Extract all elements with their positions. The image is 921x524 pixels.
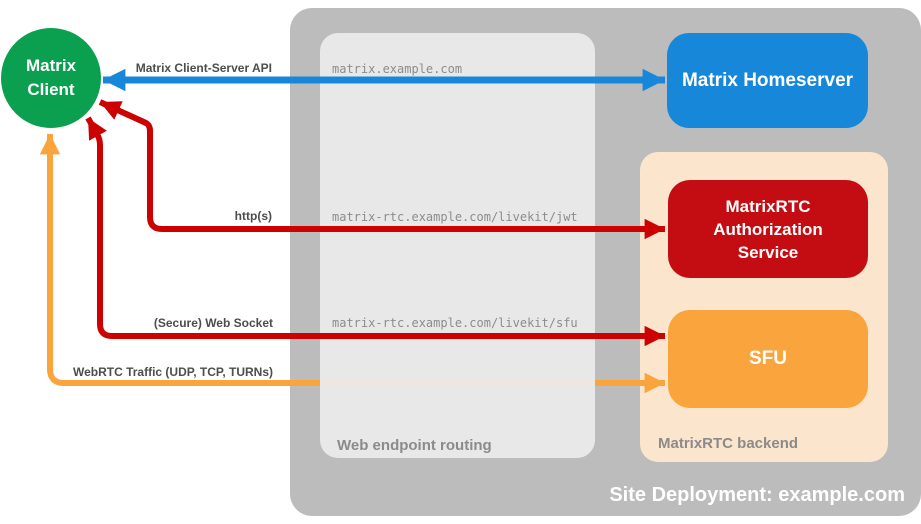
matrixrtc-auth-service-node: MatrixRTC Authorization Service [668, 180, 868, 278]
matrixrtc-backend-caption: MatrixRTC backend [658, 435, 799, 452]
matrix-client-node: Matrix Client [1, 28, 101, 128]
client-server-api-label: Matrix Client-Server API [135, 61, 272, 75]
matrixrtc-auth-service-label: MatrixRTC Authorization Service [713, 196, 823, 262]
sfu-label: SFU [749, 348, 787, 369]
websocket-label: (Secure) Web Socket [153, 316, 273, 330]
matrix-homeserver-node: Matrix Homeserver [667, 33, 868, 128]
https-label: http(s) [234, 209, 272, 223]
web-endpoint-routing-caption: Web endpoint routing [337, 437, 492, 454]
sfu-node: SFU [668, 310, 868, 408]
matrix-client-label: Matrix Client [25, 56, 77, 99]
matrix-homeserver-label: Matrix Homeserver [681, 69, 854, 91]
endpoint-homeserver-url: matrix.example.com [332, 62, 463, 76]
webrtc-traffic-label: WebRTC Traffic (UDP, TCP, TURNs) [72, 365, 273, 379]
endpoint-jwt-url: matrix-rtc.example.com/livekit/jwt [332, 210, 578, 224]
endpoint-sfu-url: matrix-rtc.example.com/livekit/sfu [332, 316, 578, 330]
web-endpoint-routing-container [320, 33, 595, 458]
site-deployment-caption: Site Deployment: example.com [609, 484, 905, 506]
